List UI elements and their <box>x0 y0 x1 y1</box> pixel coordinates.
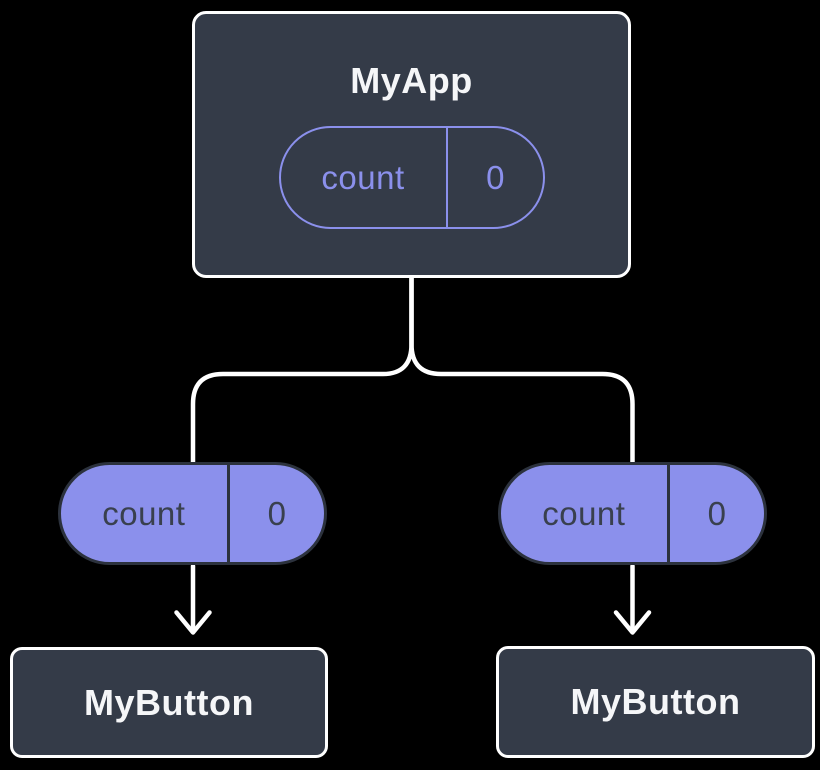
prop-pill-right: count 0 <box>498 462 767 565</box>
prop-value-label: 0 <box>707 494 727 532</box>
state-name-label: count <box>321 158 405 196</box>
mybutton-title: MyButton <box>84 681 254 723</box>
right-arrowhead-icon <box>613 610 652 635</box>
mybutton-node-left: MyButton <box>10 647 328 758</box>
mybutton-node-right: MyButton <box>496 646 815 758</box>
prop-pill-divider <box>226 465 230 562</box>
state-value-label: 0 <box>486 158 505 196</box>
connector-left-branch <box>190 273 414 469</box>
prop-name-label: count <box>102 494 186 532</box>
myapp-state-pill: count 0 <box>278 126 545 229</box>
myapp-node: MyApp count 0 <box>192 11 631 278</box>
prop-name-label: count <box>542 494 626 532</box>
prop-pill-left: count 0 <box>58 462 327 565</box>
state-pill-divider <box>445 128 449 227</box>
prop-value-label: 0 <box>267 494 287 532</box>
prop-pill-divider <box>666 465 670 562</box>
myapp-title: MyApp <box>350 60 473 101</box>
connector-right-branch <box>409 273 635 469</box>
left-arrowhead-icon <box>174 610 212 635</box>
mybutton-title: MyButton <box>570 681 741 722</box>
